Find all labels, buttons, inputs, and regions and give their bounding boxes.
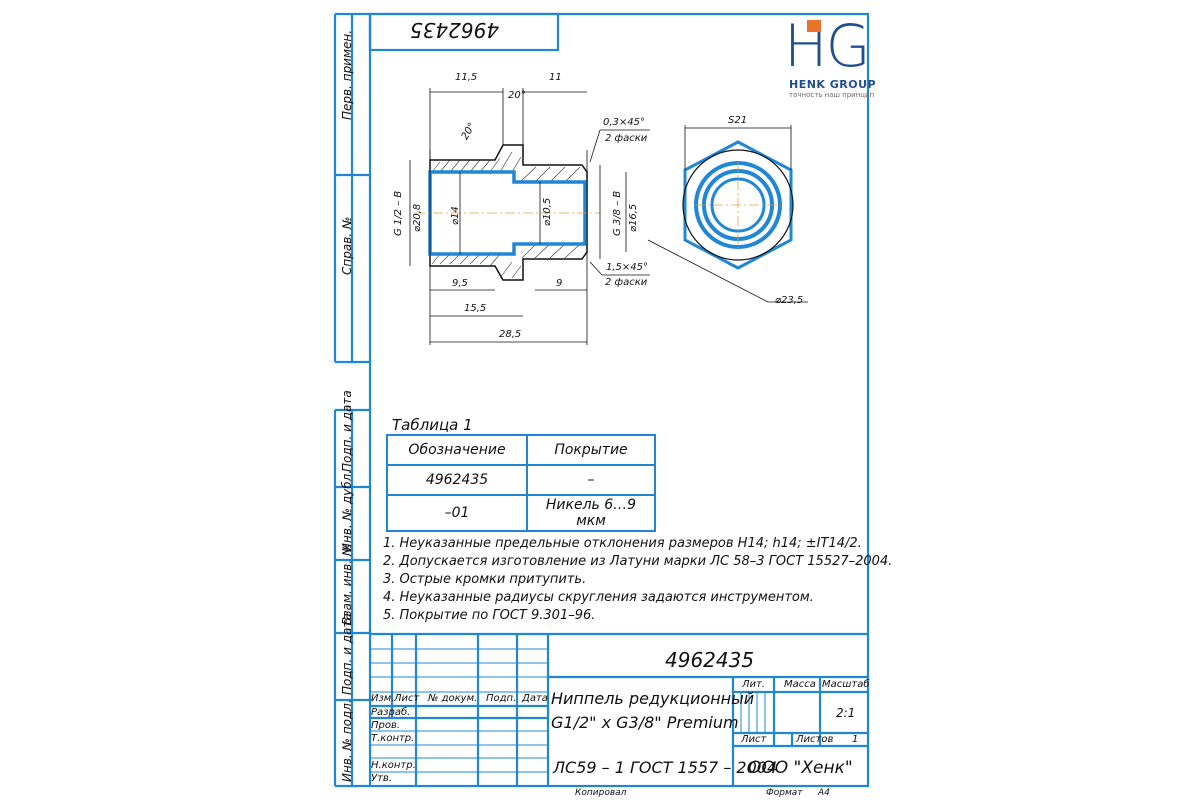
table-row: 4962435 – [386,464,656,496]
copied-label: Копировал [575,788,627,798]
sheets-label: Листов [796,734,834,745]
side-label: Перв. примен. [340,29,354,120]
table-cell: Никель 6…9 мкм [526,494,656,532]
material: ЛС59 – 1 ГОСТ 1557 – 2004 [553,758,778,777]
logo-slogan: точность наш принцип [789,91,875,99]
dim-l2: 9 [556,278,563,289]
dim-dia3: ⌀10,5 [542,197,553,226]
dim-chamfer1-note: 2 фаски [605,133,648,144]
table-cell: 4962435 [386,464,528,496]
dim-chamfer1: 0,3×45° [603,117,646,128]
dim-dia1: ⌀20,8 [412,203,423,232]
col-doc: № докум. [428,693,478,704]
technical-notes: 1. Неуказанные предельные отклонения раз… [383,535,892,625]
table-cell: –01 [386,494,528,532]
section-view [409,88,650,345]
note-item: 1. Неуказанные предельные отклонения раз… [383,536,862,551]
dim-thread-left: G 1/2 – B [393,190,404,236]
title-doc-number: 4962435 [665,648,755,672]
sheet-label: Лист [741,734,767,745]
dim-dia4: ⌀16,5 [628,203,639,232]
company-logo: HG [784,12,871,80]
role-label: Н.контр. [371,760,416,771]
dim-l3: 15,5 [464,303,487,314]
part-name: Ниппель редукционный [551,689,755,708]
role-label: Разраб. [371,707,411,718]
col-podp: Подп. [486,693,517,704]
side-label: Инв. № подл. [340,699,354,782]
dim-l1: 9,5 [452,278,468,289]
table-caption: Таблица 1 [392,416,473,434]
dim-hex: S21 [728,115,748,126]
lit-label: Лит. [742,679,766,690]
mass-label: Масса [784,679,816,690]
note-item: 3. Острые кромки притупить. [383,572,587,587]
dim-chamfer2-note: 2 фаски [605,277,648,288]
sheets-value: 1 [852,734,859,745]
col-list: Лист [394,693,420,704]
scale-label: Масштаб [822,679,870,690]
coating-table: Обозначение Покрытие 4962435 – –01 Никел… [386,434,656,532]
dim-chamfer2: 1,5×45° [606,262,649,273]
role-label: Пров. [371,720,401,731]
note-item: 5. Покрытие по ГОСТ 9.301–96. [383,608,596,623]
role-label: Т.контр. [371,733,415,744]
role-label: Утв. [371,773,392,784]
note-item: 2. Допускается изготовление из Латуни ма… [383,554,893,569]
table-cell: – [526,464,656,496]
table-header: Покрытие [526,434,656,466]
hex-view [647,125,808,303]
dim-d1: 11,5 [455,72,478,83]
doc-number-rotated: 4962435 [410,18,500,42]
side-label: Подп. и дата [340,390,354,472]
side-label: Подп. и дата [340,613,354,695]
note-item: 4. Неуказанные радиусы скругления задают… [383,590,814,605]
dim-thread-right: G 3/8 – B [612,190,623,236]
format-label: Формат [766,788,803,798]
scale-value: 2:1 [836,706,856,720]
dim-angle1: 20° [508,90,526,101]
logo-name: HENK GROUP [789,78,877,91]
part-name-2: G1/2" x G3/8" Premium [551,713,739,732]
col-date: Дата [522,693,548,704]
dim-dia2: ⌀14 [450,206,461,225]
format-value: А4 [818,788,830,798]
company: ООО "Хенк" [748,758,853,778]
col-izm: Изм. [371,693,395,704]
side-label: Справ. № [340,216,354,275]
table-row: –01 Никель 6…9 мкм [386,494,656,532]
dim-l4: 28,5 [499,329,522,340]
dim-hex-dia: ⌀23,5 [775,295,804,306]
table-header: Обозначение [386,434,528,466]
dim-d2: 11 [549,72,562,83]
side-label: Инв. № дубл. [340,469,354,552]
